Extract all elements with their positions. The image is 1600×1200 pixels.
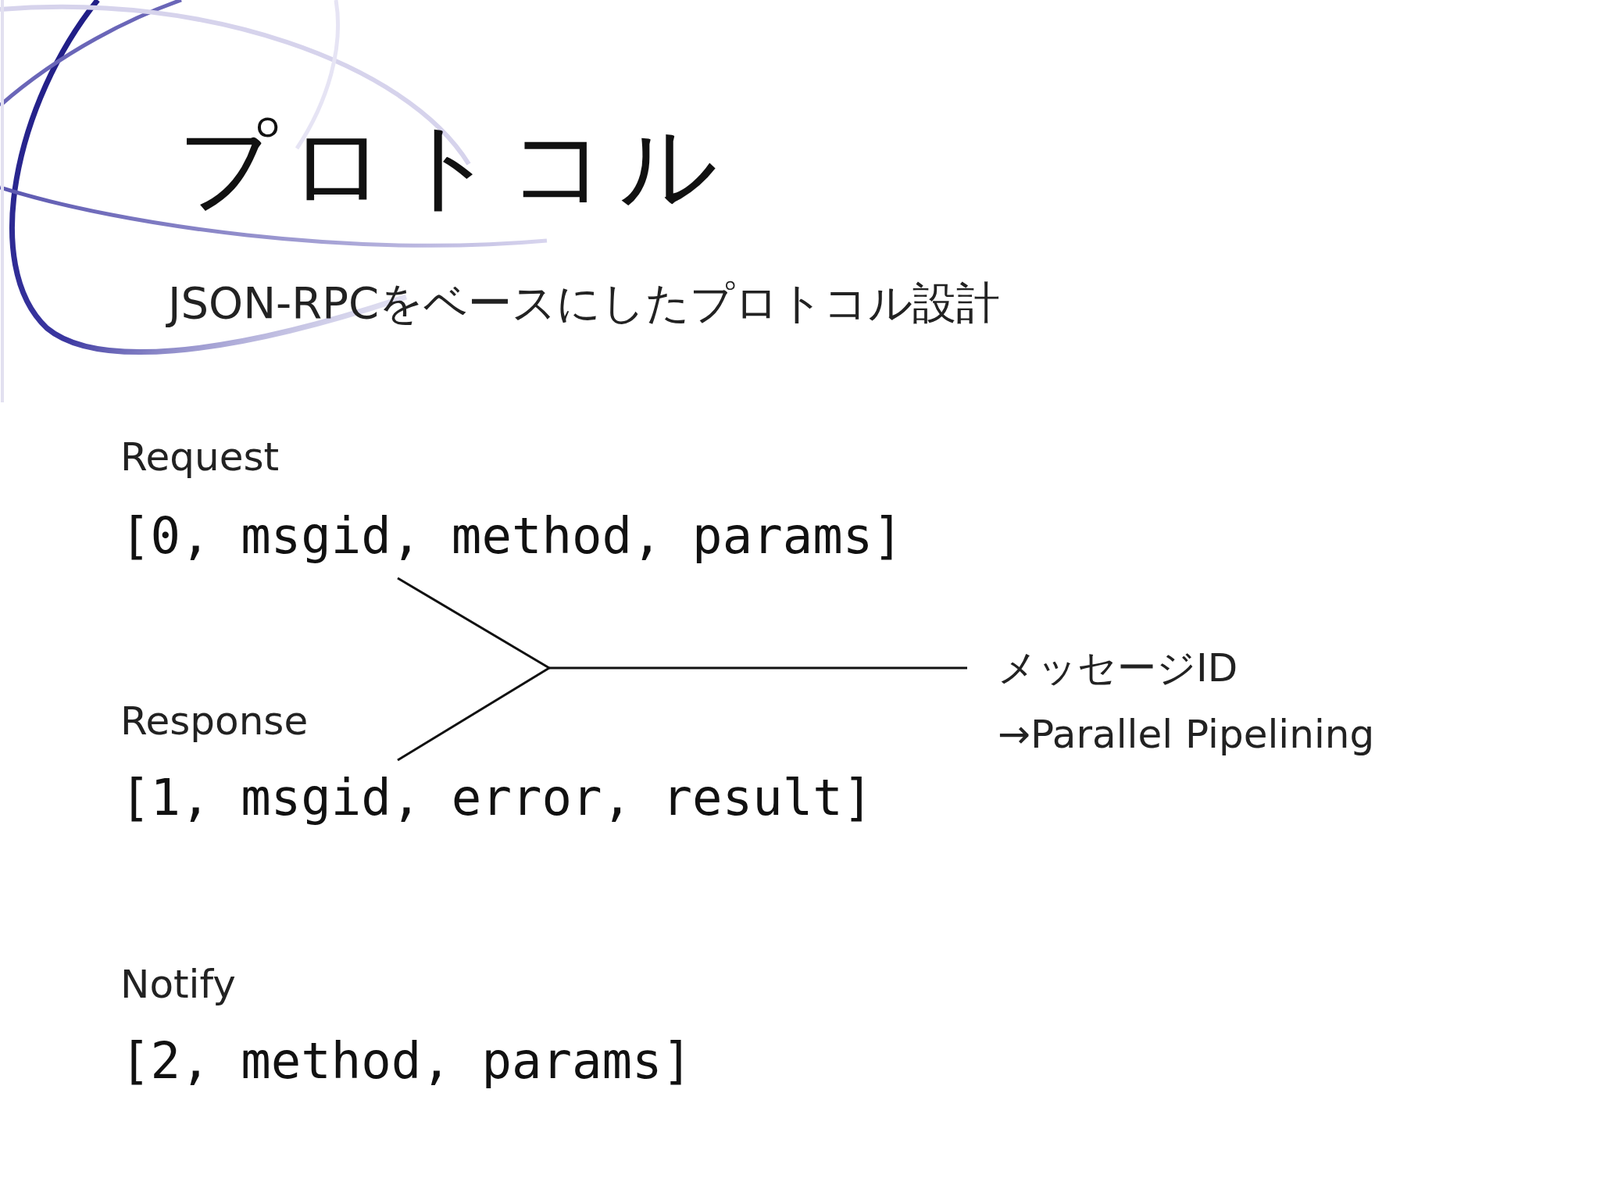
leader-line bbox=[397, 578, 550, 668]
annotation: メッセージID bbox=[997, 644, 1238, 692]
decor-line bbox=[0, 0, 4, 403]
annotation: →Parallel Pipelining bbox=[997, 710, 1375, 758]
leader-line bbox=[549, 667, 968, 670]
message-type: Request bbox=[120, 433, 279, 481]
message-type: Notify bbox=[120, 960, 236, 1008]
slide-title: プロトコル bbox=[178, 107, 729, 225]
message-format: [0, msgid, method, params] bbox=[120, 506, 904, 567]
decor-arc bbox=[0, 0, 182, 106]
message-format: [1, msgid, error, result] bbox=[120, 767, 873, 829]
message-format: [2, method, params] bbox=[120, 1031, 693, 1092]
title-rule bbox=[296, 237, 1600, 242]
subtitle: JSON-RPCをベースにしたプロトコル設計 bbox=[167, 276, 1000, 329]
leader-line bbox=[397, 667, 550, 761]
message-type: Response bbox=[120, 697, 308, 745]
